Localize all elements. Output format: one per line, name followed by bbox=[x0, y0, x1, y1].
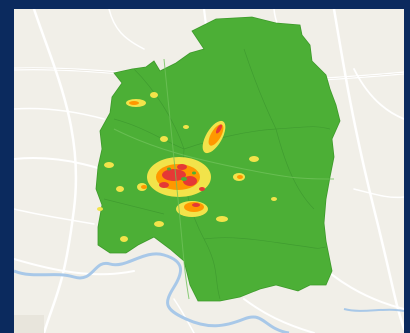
map-view[interactable] bbox=[14, 9, 404, 333]
road-network bbox=[14, 9, 404, 333]
hotspot-layer bbox=[97, 92, 277, 242]
map-corner-overlay bbox=[14, 315, 44, 333]
region-polygon[interactable] bbox=[95, 16, 341, 302]
region-roads bbox=[113, 58, 335, 300]
river-east bbox=[343, 308, 404, 312]
river bbox=[14, 252, 290, 333]
map-canvas bbox=[14, 9, 404, 333]
